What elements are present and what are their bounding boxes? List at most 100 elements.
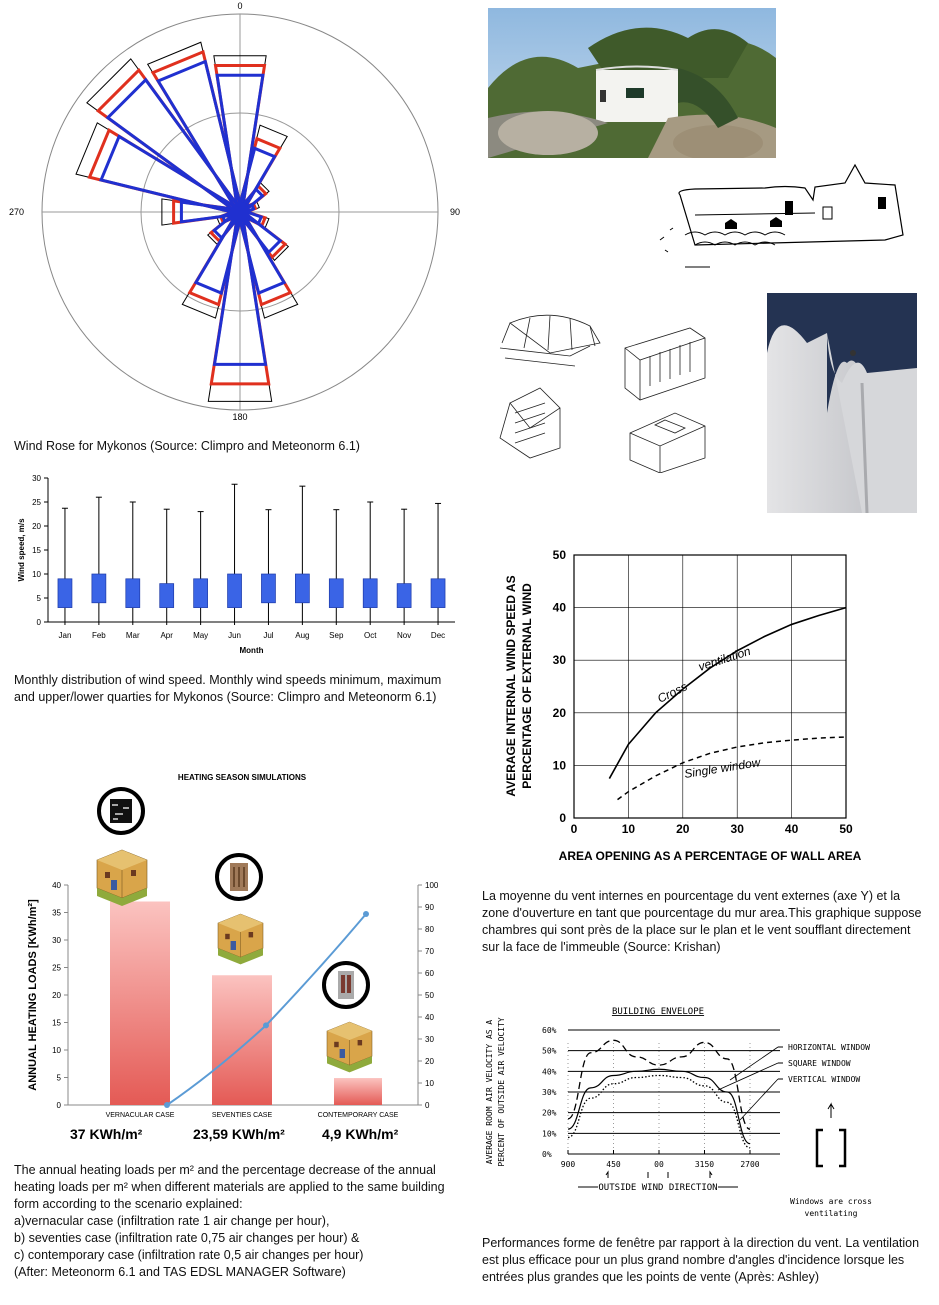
box-x-label: Month: [240, 646, 264, 655]
heat-bar: [110, 901, 170, 1105]
iw-x-tick-label: 40: [785, 822, 799, 836]
heating-results: 37 KWh/m² 23,59 KWh/m² 4,9 KWh/m²: [0, 1126, 470, 1150]
building-window: [131, 870, 136, 876]
building-window: [357, 1040, 363, 1046]
env-y-tick-label: 0%: [542, 1150, 552, 1159]
iw-y-label-2: PERCENTAGE OF EXTERNAL WIND: [520, 583, 534, 789]
heat-line-point: [164, 1102, 170, 1108]
building-window: [225, 933, 230, 940]
box-y-tick-label: 15: [32, 546, 41, 555]
iw-cross-label-2: ventilation: [697, 644, 753, 674]
emblem-block: [338, 971, 354, 999]
result-contemporary: 4,9 KWh/m²: [322, 1126, 399, 1142]
heat-x-tick-label: VERNACULAR CASE: [106, 1112, 175, 1119]
box-iqr: [362, 578, 378, 608]
iw-cross-line: [608, 606, 847, 779]
heat-y-tick-label: 10: [52, 1046, 61, 1055]
caption-line: a)vernacular case (infiltration rate 1 a…: [14, 1214, 330, 1228]
contemporary-material-icon: [322, 961, 370, 1009]
env-legend-label: SQUARE WINDOW: [788, 1059, 851, 1068]
emblem-brick-lines: [233, 867, 245, 887]
caption-line: heating loads per m² when different mate…: [14, 1180, 445, 1194]
heat-x-tick-label: SEVENTIES CASE: [212, 1112, 273, 1119]
caption-line: c) contemporary case (infiltration rate …: [14, 1248, 364, 1262]
iw-x-tick-label: 30: [731, 822, 745, 836]
box-x-tick-label: Apr: [160, 631, 173, 640]
box-y-tick-label: 5: [37, 594, 42, 603]
contemporary-building-icon: [326, 1021, 373, 1073]
iw-x-label: AREA OPENING AS A PERCENTAGE OF WALL ARE…: [559, 849, 862, 863]
heat-line-point: [363, 911, 369, 918]
building-door: [111, 880, 117, 890]
iw-y-tick-label: 40: [553, 601, 567, 615]
env-legend-leaders: [717, 1046, 779, 1121]
env-arrow-icon: [827, 1102, 835, 1118]
seventies-material-icon: [215, 853, 263, 901]
box-x-tick-label: Oct: [364, 631, 377, 640]
iw-y-tick-label: 30: [553, 653, 567, 667]
box-iqr: [430, 578, 446, 608]
result-vernacular: 37 KWh/m²: [70, 1126, 143, 1142]
box-iqr: [261, 573, 276, 604]
env-y-tick-label: 20%: [542, 1109, 557, 1118]
rose-petal: [87, 127, 240, 215]
heat-y-tick-label: 25: [52, 964, 61, 973]
box-x-tick-label: Nov: [397, 631, 411, 640]
rose-petal: [155, 59, 243, 212]
env-note-2: ventilating: [805, 1209, 858, 1218]
emblem-block-cell: [347, 975, 351, 993]
box-iqr: [91, 573, 107, 604]
env-x-tick-label: 00: [654, 1160, 664, 1169]
building-window: [105, 872, 110, 878]
iw-single-label: Single window: [683, 755, 762, 781]
caption-line: b) seventies case (infiltration rate 0,7…: [14, 1231, 360, 1245]
building-roof: [327, 1022, 372, 1040]
heat-bar: [212, 975, 272, 1105]
caption-line: The annual heating loads per m² and the …: [14, 1163, 436, 1177]
heat-y2-tick-label: 30: [425, 1035, 434, 1044]
iw-y-tick-label: 20: [553, 706, 567, 720]
box-iqr: [328, 578, 344, 608]
heating-title: HEATING SEASON SIMULATIONS: [178, 773, 307, 782]
rose-label-s: 180: [232, 412, 247, 422]
iw-y-label-1: AVERAGE INTERNAL WIND SPEED AS: [504, 575, 518, 796]
emblem-block-cell: [341, 975, 345, 993]
box-iqr: [227, 573, 242, 608]
box-x-tick-label: Jan: [59, 631, 72, 640]
result-seventies: 23,59 KWh/m²: [193, 1126, 285, 1142]
heating-caption: The annual heating loads per m² and the …: [14, 1162, 474, 1281]
iw-x-tick-label: 20: [676, 822, 690, 836]
env-note-1: Windows are cross: [790, 1197, 872, 1206]
heat-y2-tick-label: 20: [425, 1057, 434, 1066]
iw-x-tick-label: 0: [571, 822, 578, 836]
box-iqr: [57, 578, 73, 608]
env-title: BUILDING ENVELOPE: [612, 1007, 704, 1017]
iw-cross-label: Cross: [655, 679, 689, 705]
env-window-icon: [815, 1128, 847, 1168]
heat-line-point: [263, 1022, 269, 1029]
building-base: [327, 1056, 372, 1073]
building-door: [230, 941, 236, 950]
box-x-tick-label: May: [193, 631, 208, 640]
building-window: [334, 1041, 339, 1048]
box-y-tick-label: 30: [32, 474, 41, 483]
iw-frame: [573, 554, 847, 819]
heat-y2-tick-label: 70: [425, 947, 434, 956]
env-legend-label: VERTICAL WINDOW: [788, 1075, 860, 1084]
env-x-tick-label: 3150: [695, 1160, 714, 1169]
iw-y-tick-label: 50: [553, 548, 567, 562]
box-iqr: [159, 583, 175, 608]
box-y-label: Wind speed, m/s: [17, 518, 26, 582]
construction-drawings: [499, 314, 706, 473]
building-roof: [218, 914, 263, 932]
box-y-tick-label: 25: [32, 498, 41, 507]
heat-y2-tick-label: 40: [425, 1013, 434, 1022]
env-series-line: [567, 1074, 751, 1149]
heat-y2-tick-label: 50: [425, 991, 434, 1000]
env-y-label-2: PERCENT OF OUTSIDE AIR VELOCITY: [497, 1017, 506, 1166]
box-iqr: [193, 578, 208, 608]
box-x-tick-label: Dec: [431, 631, 445, 640]
iw-single-line: [617, 736, 847, 801]
env-y-tick-label: 40%: [542, 1067, 557, 1076]
